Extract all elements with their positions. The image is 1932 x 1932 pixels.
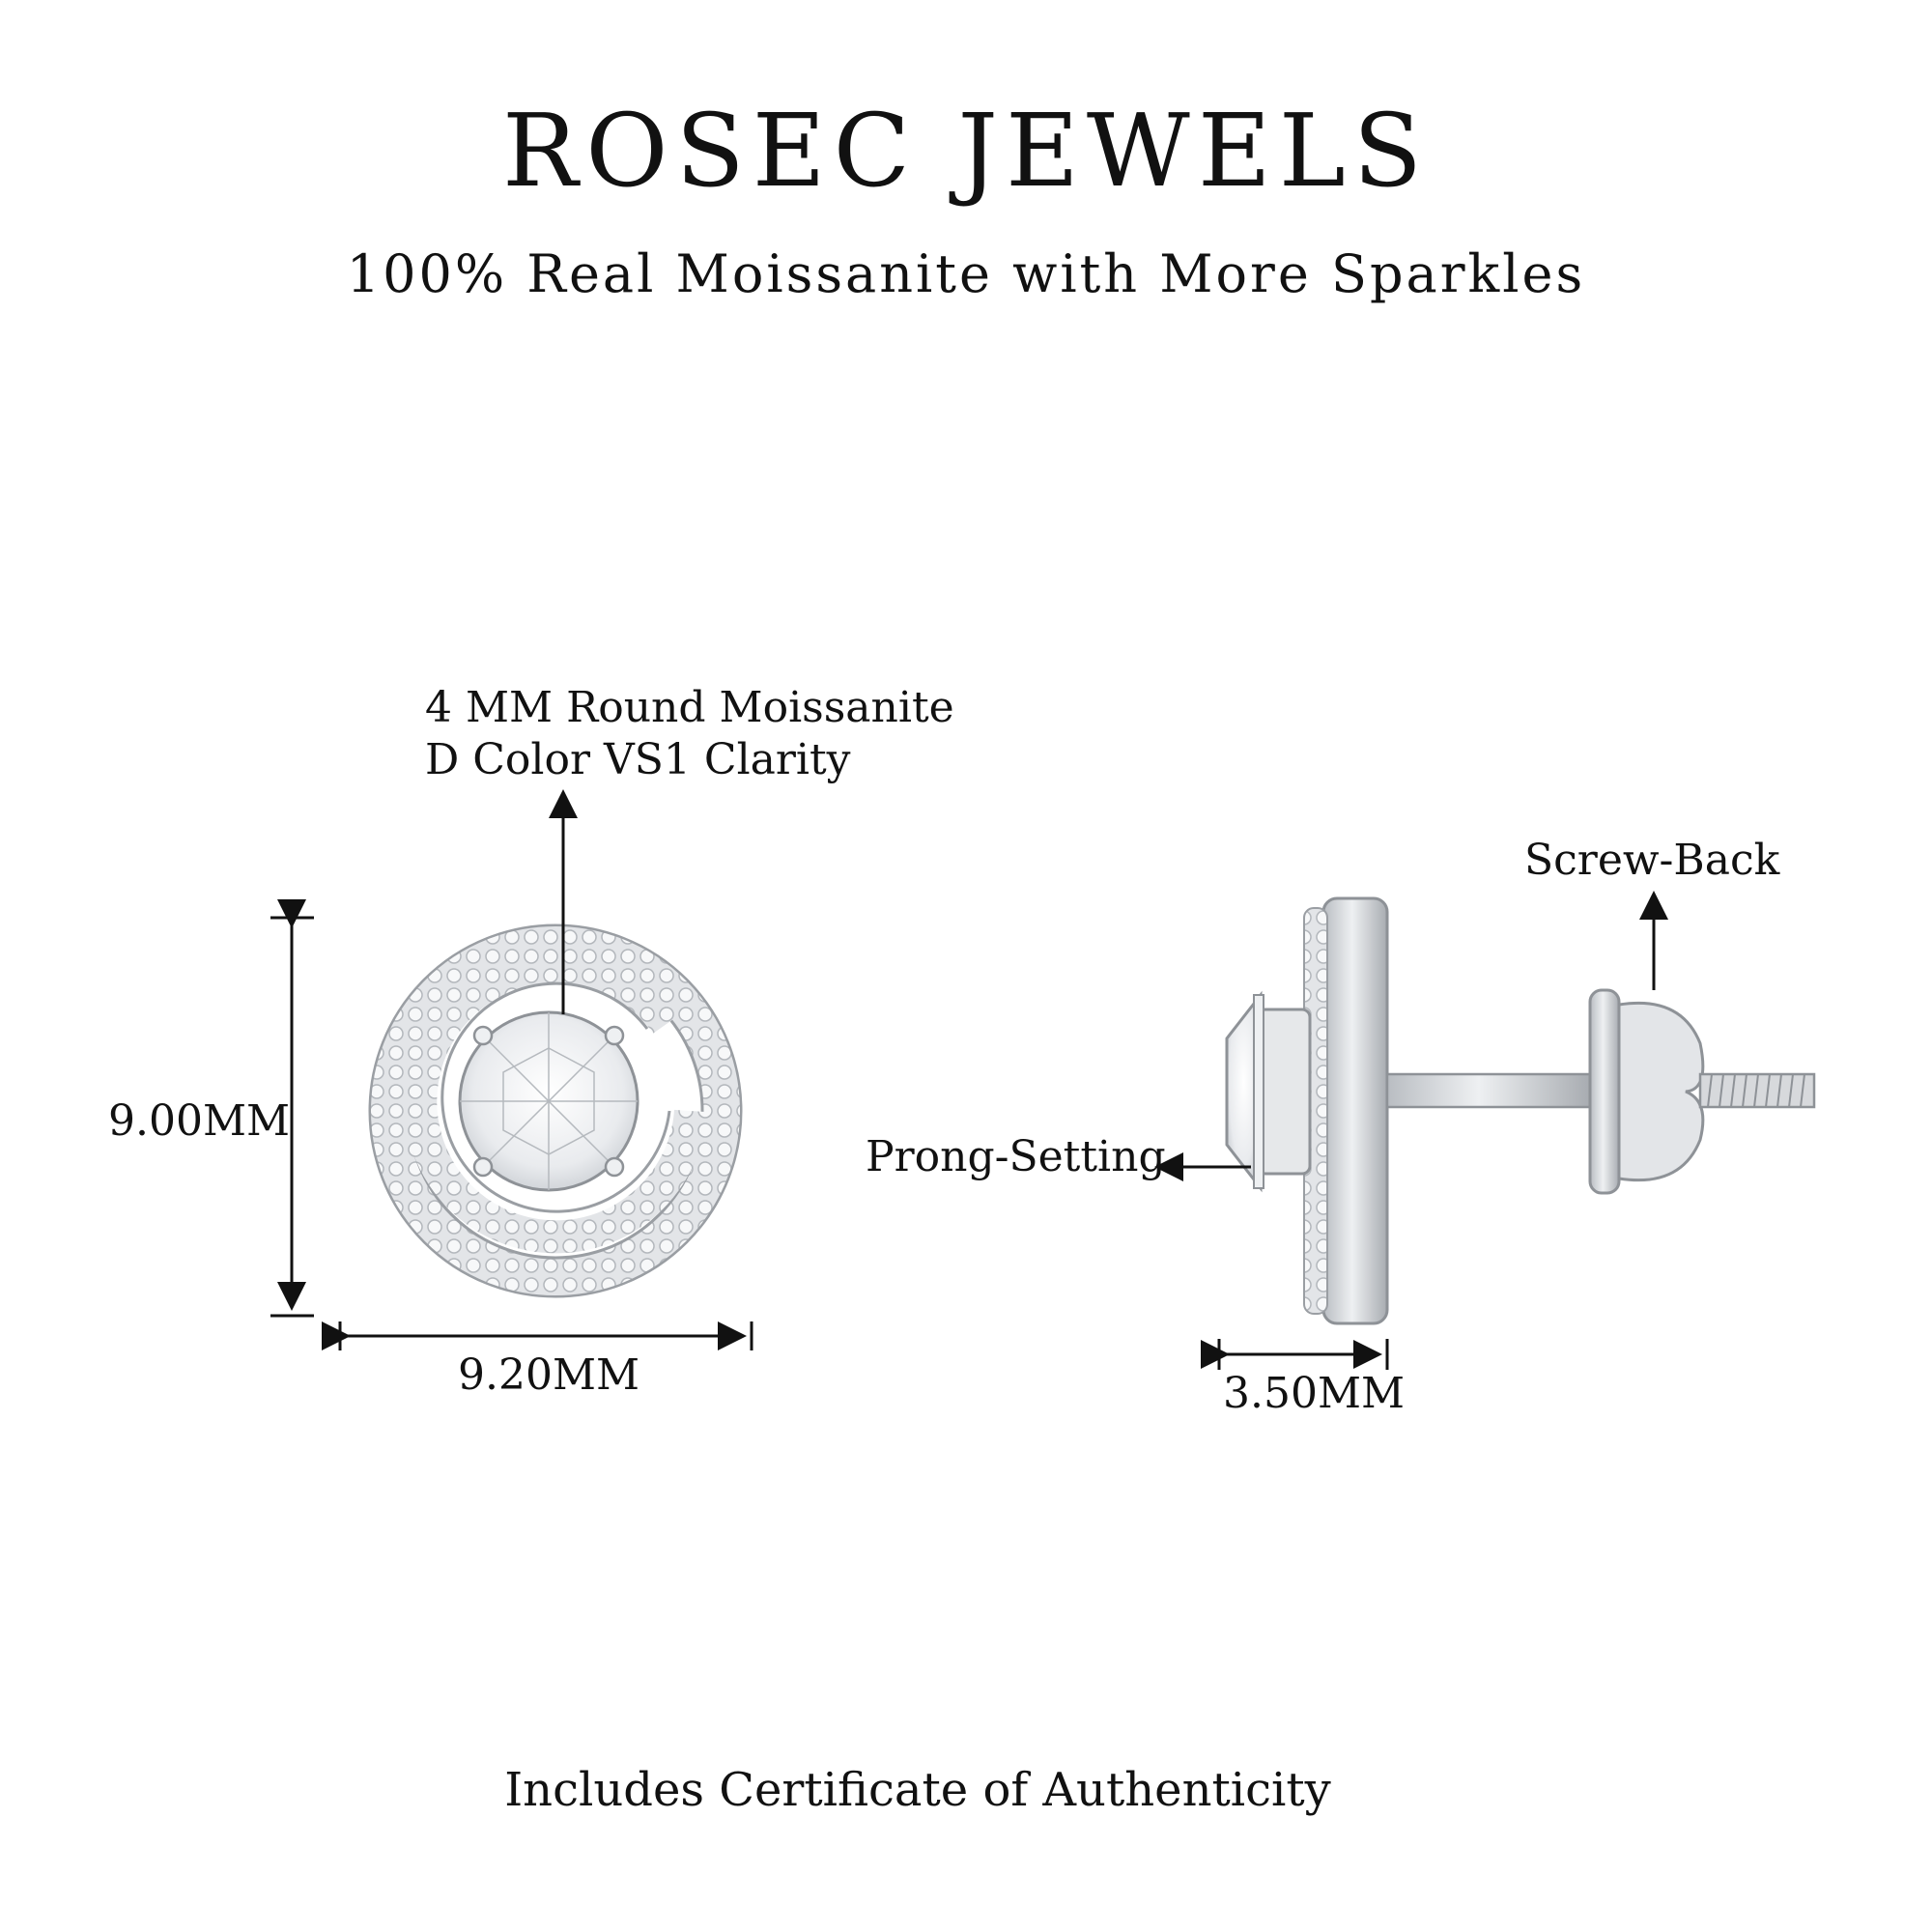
prong-setting-label: Prong-Setting xyxy=(866,1132,1166,1181)
depth-dimension-line xyxy=(1201,1339,1389,1370)
halo-plate xyxy=(1321,896,1389,1325)
screw-back-nut xyxy=(1617,1001,1705,1182)
stone-basket xyxy=(1256,1008,1312,1176)
stone-facets xyxy=(460,1012,638,1190)
stone-spec-line2: D Color VS1 Clarity xyxy=(425,735,851,784)
stone-spec: 4 MM Round Moissanite D Color VS1 Clarit… xyxy=(425,682,954,786)
height-dimension-label: 9.00MM xyxy=(108,1096,291,1146)
outer-halo-edge xyxy=(368,923,743,1298)
brand-title: ROSEC JEWELS xyxy=(501,92,1431,210)
front-prongs xyxy=(472,1025,625,1178)
width-dimension-label: 9.20MM xyxy=(458,1350,640,1400)
tagline: 100% Real Moissanite with More Sparkles xyxy=(346,243,1586,304)
side-view-earring xyxy=(1225,896,1816,1325)
screw-back-label: Screw-Back xyxy=(1524,836,1780,885)
screw-threads xyxy=(1707,1073,1805,1108)
width-dimension-line xyxy=(322,1321,753,1350)
outer-halo-pave xyxy=(371,926,740,1295)
depth-dimension-label: 3.50MM xyxy=(1223,1369,1406,1418)
inner-swirl-pave xyxy=(404,950,707,1254)
side-prongs xyxy=(1253,994,1264,1189)
stone-spec-line1: 4 MM Round Moissanite xyxy=(425,683,954,732)
earring-post xyxy=(1385,1072,1592,1109)
height-dimension-line xyxy=(270,899,314,1318)
certificate-note: Includes Certificate of Authenticity xyxy=(504,1763,1331,1817)
screw-back-disc xyxy=(1588,988,1621,1195)
front-view-earring xyxy=(368,923,743,1298)
